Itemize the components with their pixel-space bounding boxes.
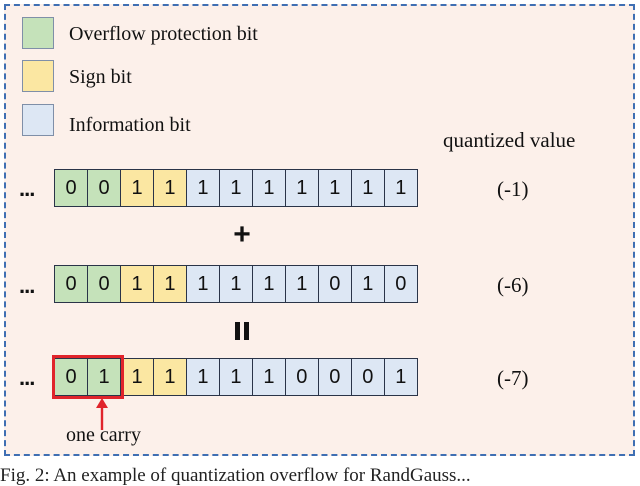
carry-highlight-box <box>52 355 124 399</box>
legend-swatch-overflow <box>22 17 54 49</box>
bit-cell: 1 <box>185 169 221 207</box>
bit-cell: 0 <box>317 265 352 303</box>
bit-cell: 0 <box>86 265 122 303</box>
row-2-ellipsis: ... <box>19 273 35 298</box>
bit-cell: 1 <box>185 265 221 303</box>
bit-cell: 0 <box>54 169 89 207</box>
figure-caption: Fig. 2: An example of quantization overf… <box>0 466 471 485</box>
row-1-value: (-1) <box>497 177 529 201</box>
bit-cell: 0 <box>317 358 352 396</box>
bit-cell: 0 <box>383 265 418 303</box>
row-3-ellipsis: ... <box>19 365 35 390</box>
quantized-value-header: quantized value <box>443 128 576 152</box>
carry-arrow-icon <box>96 398 108 430</box>
row-1-ellipsis: ... <box>19 176 35 201</box>
bit-cell: 1 <box>251 169 286 207</box>
bit-cell: 1 <box>218 358 253 396</box>
bit-cell: 1 <box>284 265 319 303</box>
equals-bar-left <box>235 322 240 340</box>
bit-cell: 1 <box>350 169 385 207</box>
bit-cell: 1 <box>218 265 253 303</box>
row-2-value: (-6) <box>497 273 529 297</box>
bit-cell: 1 <box>284 169 319 207</box>
legend-swatch-sign <box>22 60 54 92</box>
plus-operator: + <box>233 218 251 251</box>
bit-cell: 1 <box>350 265 385 303</box>
bit-cell: 1 <box>251 358 286 396</box>
bit-cell: 1 <box>251 265 286 303</box>
equals-bar-right <box>244 322 249 340</box>
legend-swatch-information <box>22 104 54 136</box>
bit-cell: 0 <box>54 265 89 303</box>
row-3-value: (-7) <box>497 366 529 390</box>
bit-cell: 1 <box>119 265 155 303</box>
bit-cell: 1 <box>317 169 352 207</box>
legend-label-sign: Sign bit <box>69 66 132 88</box>
bit-cell: 1 <box>152 265 188 303</box>
legend-label-overflow: Overflow protection bit <box>69 23 258 45</box>
equals-operator <box>233 320 251 342</box>
bit-cell: 1 <box>152 358 188 396</box>
equals-operator-glyph <box>235 322 249 340</box>
legend-label-information: Information bit <box>69 114 191 136</box>
carry-label: one carry <box>66 424 141 446</box>
bit-cell: 1 <box>383 169 418 207</box>
bit-cell: 1 <box>185 358 221 396</box>
bit-cell: 1 <box>119 169 155 207</box>
bit-cell: 0 <box>350 358 385 396</box>
bit-cell: 1 <box>152 169 188 207</box>
bit-cell: 1 <box>119 358 155 396</box>
bit-cell: 1 <box>383 358 418 396</box>
bit-cell: 0 <box>284 358 319 396</box>
bit-cell: 0 <box>86 169 122 207</box>
bit-cell: 1 <box>218 169 253 207</box>
